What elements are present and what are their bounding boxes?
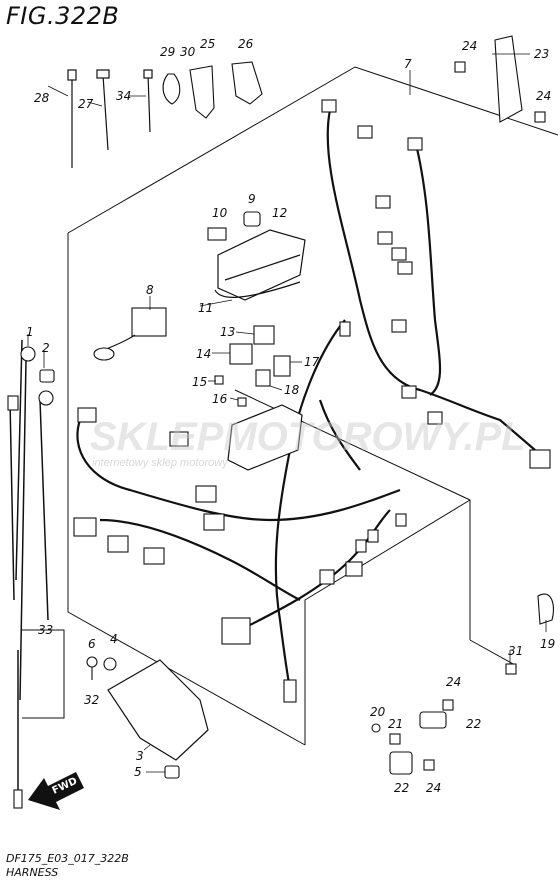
callout-16: 16 (212, 392, 228, 406)
callout-10: 10 (212, 206, 228, 220)
callout-7: 7 (404, 57, 412, 71)
callout-31: 31 (508, 644, 523, 658)
bracket-22-upper (419, 711, 447, 729)
callout-18: 18 (284, 383, 300, 397)
clamp-25 (189, 65, 215, 119)
callout-34: 34 (116, 89, 131, 103)
frame-outline (67, 66, 559, 234)
frame-inner (304, 499, 471, 745)
bolt-24-mid (442, 699, 454, 711)
fuse-10 (207, 227, 227, 241)
callout-27: 27 (78, 97, 94, 111)
clip-29 (162, 73, 181, 105)
callout-2: 2 (42, 341, 50, 355)
watermark-main: SKLEPMOTOROWY.PL (90, 415, 526, 459)
screw-6 (86, 656, 98, 680)
callout-13: 13 (220, 325, 235, 339)
cover-3 (107, 659, 209, 761)
cable-tie-27 (96, 69, 110, 151)
callout-30: 30 (180, 45, 196, 59)
callout-25: 25 (200, 37, 215, 51)
nut-21 (389, 733, 401, 745)
callout-22-lower: 22 (394, 781, 409, 795)
relay-8 (93, 307, 167, 361)
callout-23: 23 (534, 47, 549, 61)
bracket-23 (494, 35, 523, 123)
clamp-26 (231, 61, 263, 105)
callout-29: 29 (160, 45, 175, 59)
callout-21: 21 (388, 717, 403, 731)
bolt-24-bottom (423, 759, 435, 771)
figure-title: FIG.322B (6, 2, 120, 30)
frame-connector (469, 639, 516, 666)
callout-33: 33 (38, 623, 53, 637)
callout-1: 1 (26, 325, 34, 339)
nut-5 (164, 765, 180, 779)
callout-24-top-right: 24 (536, 89, 551, 103)
cable-tie-28 (67, 69, 77, 168)
figure-code: DF175_E03_017_322B (6, 852, 129, 865)
fwd-arrow: FWD (28, 772, 84, 810)
terminal-1 (7, 346, 54, 809)
callout-19: 19 (540, 637, 555, 651)
frame-outline-left (67, 233, 306, 746)
callout-3: 3 (136, 749, 144, 763)
callout-4: 4 (110, 632, 118, 646)
frame-inner-top (234, 389, 471, 640)
callout-5: 5 (134, 765, 142, 779)
callout-17: 17 (304, 355, 320, 369)
callout-6: 6 (88, 637, 96, 651)
callout-8: 8 (146, 283, 154, 297)
washer-4 (103, 657, 117, 671)
callout-26: 26 (238, 37, 254, 51)
bracket-32-33 (22, 629, 65, 719)
callout-12: 12 (272, 206, 287, 220)
callout-28: 28 (34, 91, 50, 105)
bolt-24-top-left (454, 61, 466, 73)
junction-box (227, 404, 303, 471)
callout-22-upper: 22 (466, 717, 481, 731)
harness-body (76, 109, 536, 701)
cap-19 (537, 593, 555, 625)
bolt-24-top-right (534, 111, 546, 123)
cable-tie-34 (143, 69, 153, 133)
callout-14: 14 (196, 347, 211, 361)
callout-24-top-left: 24 (462, 39, 477, 53)
harness-connectors (73, 99, 551, 703)
relay-components (214, 325, 291, 407)
callout-24-bottom: 24 (426, 781, 441, 795)
leader-lines (27, 53, 547, 773)
callout-11: 11 (198, 301, 213, 315)
watermark-sub: internetowy sklep motorowy (92, 457, 229, 469)
fuse-9 (243, 211, 261, 227)
fuse-box (214, 229, 306, 301)
figure-name: HARNESS (6, 866, 59, 879)
callout-15: 15 (192, 375, 207, 389)
callout-9: 9 (248, 192, 256, 206)
bracket-22-lower (389, 751, 413, 775)
washer-20 (371, 723, 381, 733)
bolt-31 (505, 663, 517, 675)
battery-cable (9, 339, 49, 800)
callout-24-mid: 24 (446, 675, 461, 689)
callout-20: 20 (370, 705, 386, 719)
nut-2 (39, 369, 55, 383)
callout-32: 32 (84, 693, 99, 707)
